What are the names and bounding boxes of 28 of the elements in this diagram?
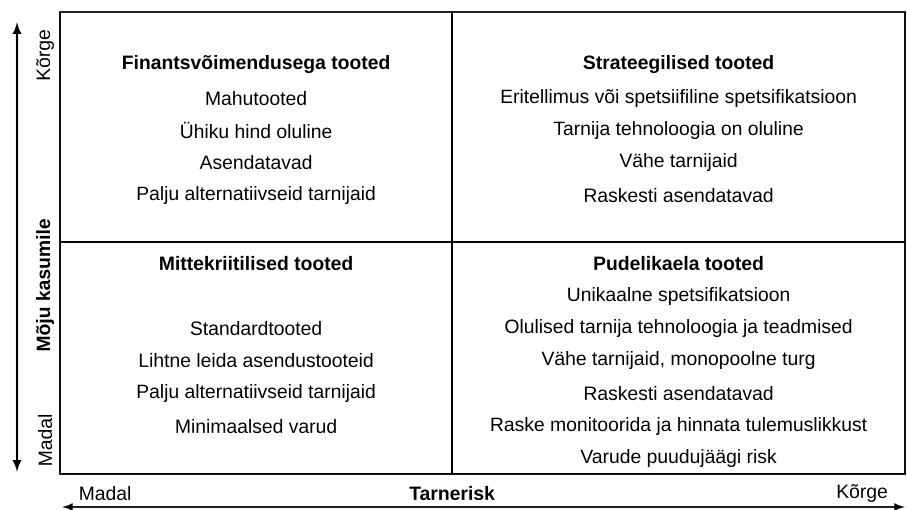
list-item: Vähe tarnijaid, monopoolne turg <box>542 350 814 369</box>
list-item: Raskesti asendatavad <box>584 188 772 202</box>
list-item: Raskesti asendatavad <box>584 386 772 400</box>
list-item: Eritellimus või spetsiifiline spetsifikatsioon <box>502 88 856 107</box>
list-item: Mahutooted <box>206 90 306 106</box>
list-item: Standardtooted <box>190 320 321 336</box>
list-item: Ühiku hind oluline <box>181 122 332 138</box>
axis-label: Madal <box>77 484 133 502</box>
list-item: Palju alternatiivseid tarnijaid <box>138 384 375 402</box>
quadrant-title: Mittekriitilised tooted <box>160 256 352 270</box>
list-item: Raske monitoorida ja hinnata tulemuslikkust <box>492 416 867 435</box>
list-item: Olulised tarnija tehnoloogia ja teadmised <box>505 318 852 337</box>
axis-label: Kõrge <box>834 482 890 504</box>
list-item: Minimaalsed varud <box>176 418 336 434</box>
list-item: Vähe tarnijaid <box>619 152 736 171</box>
quadrant-title: Strateegilised tooted <box>583 54 773 74</box>
list-item: Asendatavad <box>200 154 312 170</box>
axis-title: Tarnerisk <box>408 484 496 502</box>
axis-label: Kõrge <box>34 28 56 82</box>
quadrant-title: Finantsvõimendusega tooted <box>123 54 389 74</box>
list-item: Tarnija tehnoloogia on oluline <box>554 120 803 139</box>
list-item: Palju alternatiivseid tarnijaid <box>138 186 375 204</box>
list-item: Lihtne leida asendustooteid <box>140 352 372 368</box>
axis-title: Mõju kasumile <box>34 217 56 353</box>
axis-label: Madal <box>36 412 54 468</box>
list-item: Varude puudujäägi risk <box>580 448 777 467</box>
quadrant-title: Pudelikaela tooted <box>594 256 763 270</box>
list-item: Unikaalne spetsifikatsioon <box>568 286 789 305</box>
